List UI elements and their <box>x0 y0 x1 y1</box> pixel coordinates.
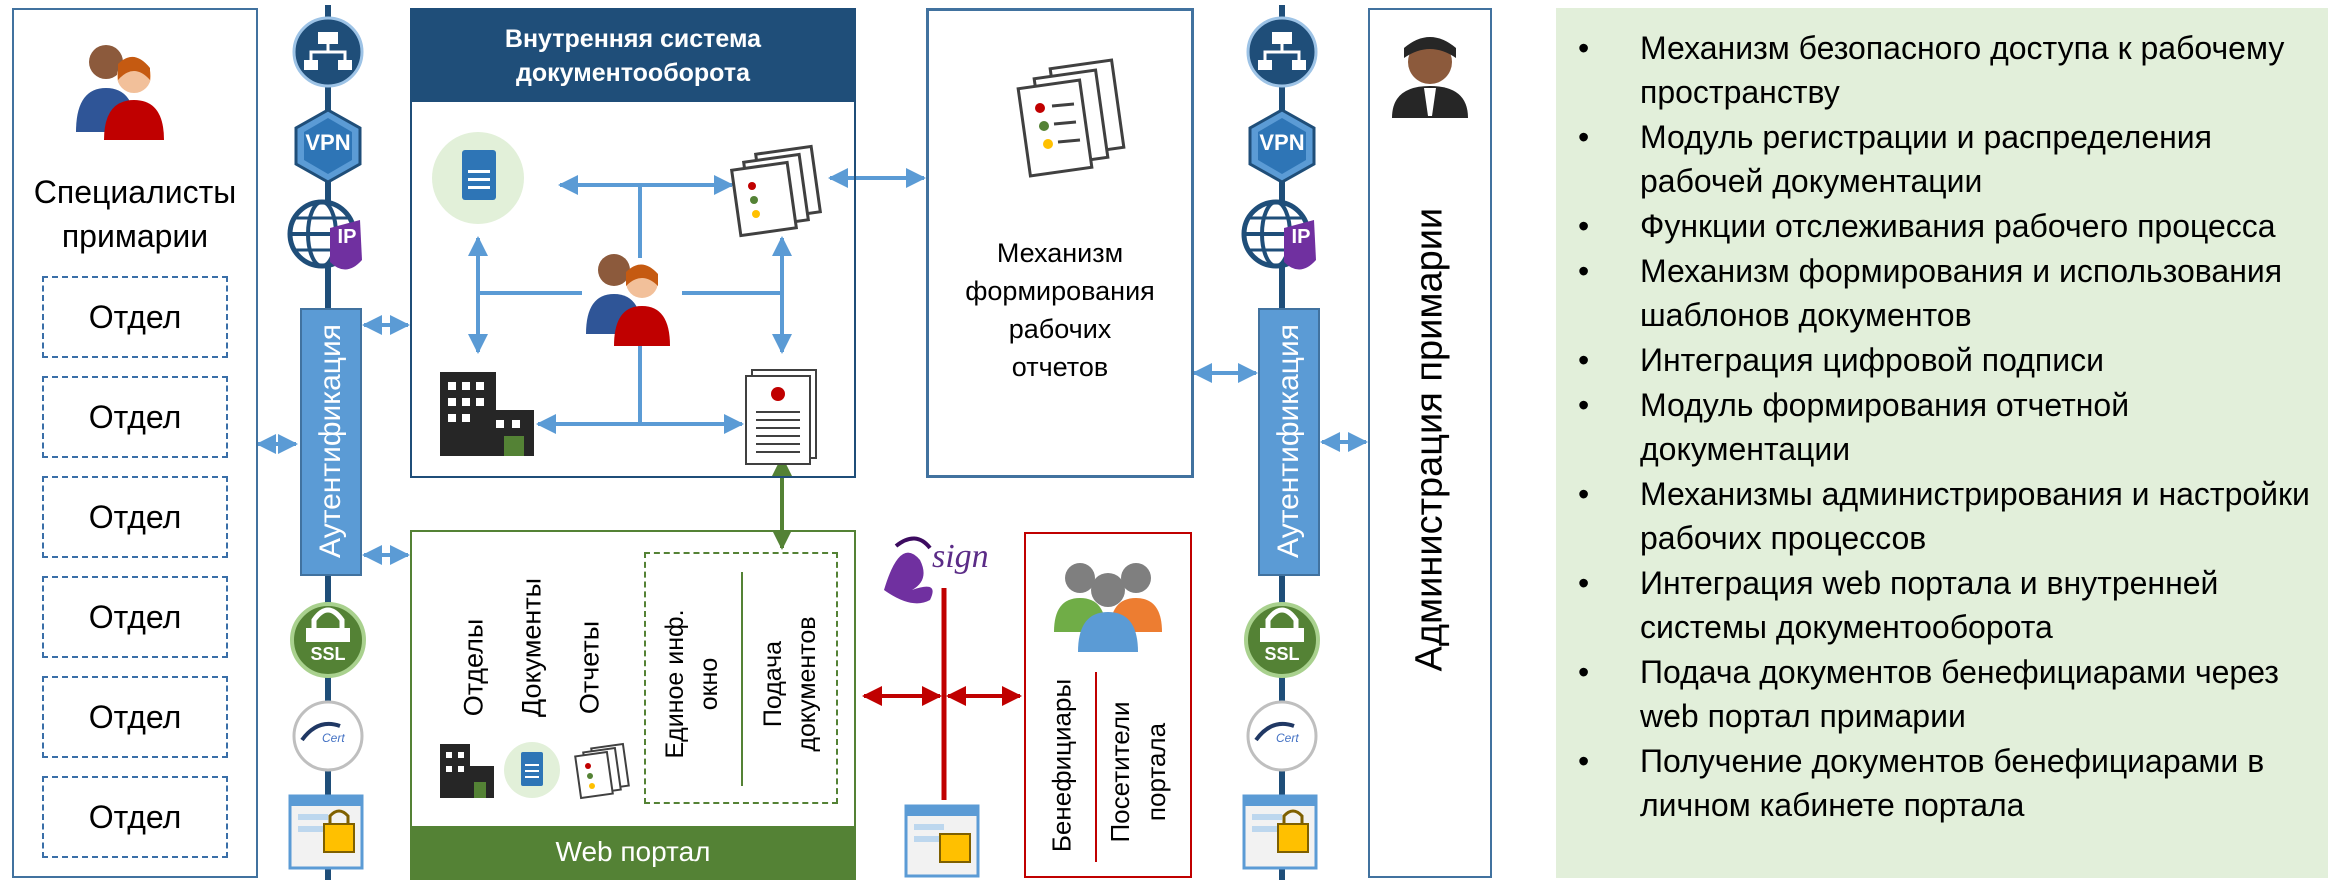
submit-documents-label[interactable]: Подача документов <box>756 584 824 784</box>
submit-documents-line1: Подача <box>759 640 787 728</box>
portal-tab-documents[interactable]: Документы <box>516 577 547 718</box>
feature-item: Механизм формирования и использования ша… <box>1556 249 2328 337</box>
single-window-label[interactable]: Единое инф. окно <box>658 584 726 784</box>
ssl-label: SSL <box>310 644 346 664</box>
ip-label-right: IP <box>1291 226 1311 248</box>
web-portal-panel <box>410 530 856 880</box>
specialists-title-line2: примарии <box>61 218 209 254</box>
left-authentication-bar[interactable] <box>300 308 362 576</box>
features-list: Механизм безопасного доступа к рабочему … <box>1556 26 2328 827</box>
department-box[interactable]: Отдел <box>42 376 228 458</box>
department-box[interactable]: Отдел <box>42 276 228 358</box>
specialists-panel <box>12 8 258 878</box>
single-window-box[interactable] <box>644 552 838 804</box>
department-box[interactable]: Отдел <box>42 776 228 858</box>
department-box[interactable]: Отдел <box>42 576 228 658</box>
portal-tab-reports[interactable]: Отчеты <box>574 620 605 715</box>
portal-visitors-label: Посетители портала <box>1102 672 1174 872</box>
report-mechanism-line4: отчетов <box>1011 352 1109 382</box>
internal-system-title-line1: Внутренняя система <box>504 25 762 53</box>
single-window-divider <box>741 572 743 786</box>
internal-system-header: Внутренняя система документооборота <box>412 10 854 102</box>
ssl-label-right: SSL <box>1264 644 1300 664</box>
feature-item: Механизм безопасного доступа к рабочему … <box>1556 26 2328 114</box>
feature-item: Модуль формирования отчетной документаци… <box>1556 383 2328 471</box>
department-box[interactable]: Отдел <box>42 476 228 558</box>
ip-label: IP <box>337 226 357 248</box>
report-mechanism-label: Механизм формирования рабочих отчетов <box>926 234 1194 386</box>
feature-item: Получение документов бенефициарами в лич… <box>1556 739 2328 827</box>
left-authentication-label: Аутентификация <box>314 324 347 558</box>
feature-item: Интеграция цифровой подписи <box>1556 338 2328 382</box>
msign-logo-text: sign <box>932 538 989 575</box>
features-panel: Механизм безопасного доступа к рабочему … <box>1556 8 2328 878</box>
portal-visitors-line1: Посетители <box>1105 701 1135 843</box>
report-mechanism-line3: рабочих <box>1008 314 1112 344</box>
beneficiaries-label: Бенефициары <box>1046 678 1077 853</box>
single-window-line1: Единое инф. <box>661 609 689 759</box>
right-authentication-bar[interactable] <box>1258 308 1320 576</box>
right-authentication-label: Аутентификация <box>1272 324 1305 558</box>
beneficiaries-divider <box>1095 672 1097 862</box>
administration-label: Администрация примарии <box>1408 207 1451 672</box>
submit-documents-line2: документов <box>793 616 821 752</box>
feature-item: Модуль регистрации и распределения рабоч… <box>1556 115 2328 203</box>
report-mechanism-panel <box>926 8 1194 478</box>
portal-tab-departments[interactable]: Отделы <box>458 618 489 717</box>
internal-system-title-line2: документооборота <box>516 59 750 87</box>
feature-item: Функции отслеживания рабочего процесса <box>1556 204 2328 248</box>
internal-network-arrows <box>468 175 792 434</box>
portal-visitors-line2: портала <box>1141 722 1171 822</box>
feature-item: Механизмы администрирования и настройки … <box>1556 472 2328 560</box>
specialists-title: Специалисты примарии <box>12 170 258 258</box>
single-window-line2: окно <box>695 657 723 711</box>
specialists-title-line1: Специалисты <box>33 174 237 210</box>
vpn-label-right: VPN <box>1259 130 1305 155</box>
internal-system-panel <box>410 8 856 478</box>
web-portal-footer: Web портал <box>412 826 854 878</box>
feature-item: Интеграция web портала и внутренней сист… <box>1556 561 2328 649</box>
report-mechanism-line1: Механизм <box>996 238 1124 268</box>
feature-item: Подача документов бенефициарами через we… <box>1556 650 2328 738</box>
report-mechanism-line2: формирования <box>965 276 1155 306</box>
department-box[interactable]: Отдел <box>42 676 228 758</box>
vpn-label: VPN <box>305 130 351 155</box>
administration-panel <box>1368 8 1492 878</box>
beneficiaries-panel <box>1024 532 1192 878</box>
